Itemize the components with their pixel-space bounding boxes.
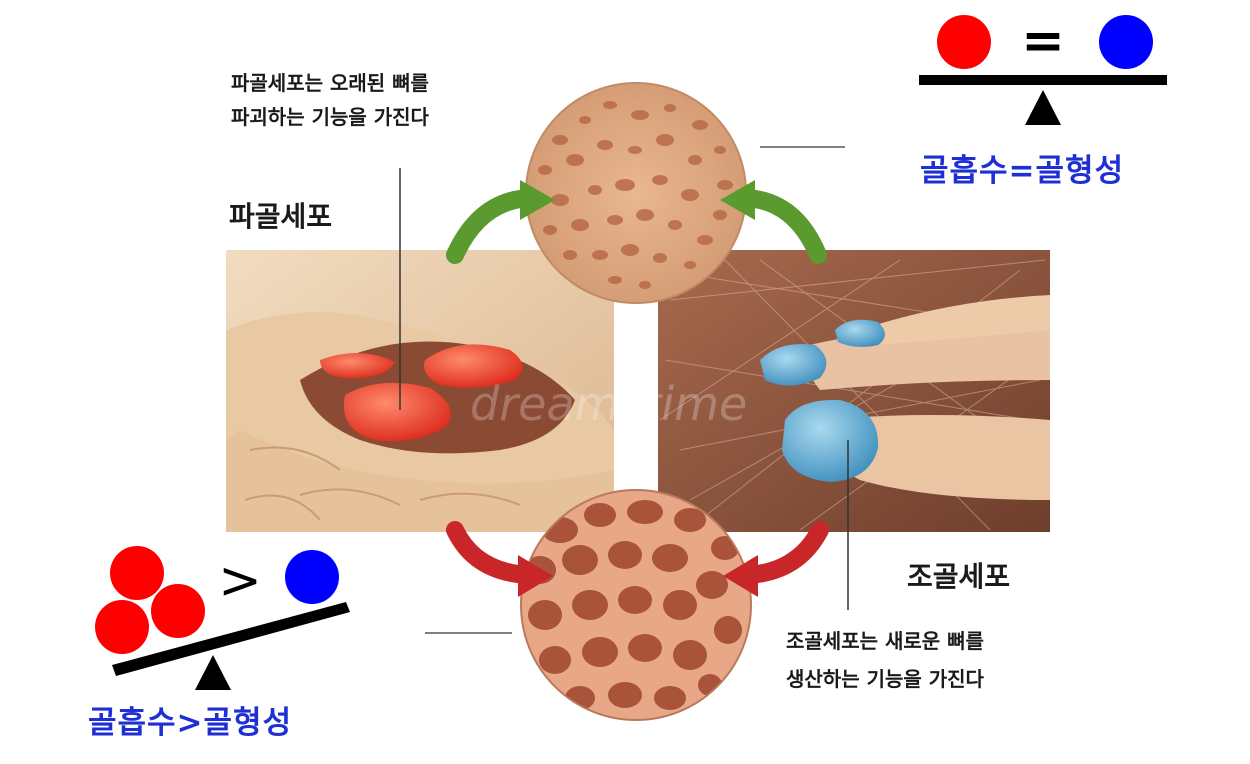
red-arrow-right xyxy=(723,521,829,597)
osteoblast-tissue-panel xyxy=(658,250,1051,532)
resorption-ball xyxy=(110,546,164,600)
osteoblast-cell xyxy=(782,399,879,482)
balance-greater-caption: 골흡수>골형성 xyxy=(88,705,293,741)
scale-fulcrum xyxy=(1025,90,1061,125)
greater-than-symbol: > xyxy=(218,551,262,611)
balanced-scale: = xyxy=(919,11,1167,125)
green-arrow-right xyxy=(720,180,827,264)
resorption-ball xyxy=(151,584,205,638)
osteoclast-description: 파골세포는 오래된 뼈를 파괴하는 기능을 가진다 xyxy=(231,71,429,129)
osteoblast-description: 조골세포는 새로운 뼈를 생산하는 기능을 가진다 xyxy=(786,629,984,691)
healthy-bone-circle xyxy=(525,82,747,304)
red-arrow-left xyxy=(446,521,553,597)
osteoclast-title: 파골세포 xyxy=(229,200,333,233)
osteoblast-cell xyxy=(835,319,885,347)
tilted-scale: > xyxy=(95,546,350,690)
resorption-ball xyxy=(95,600,149,654)
osteoclast-tissue-panel xyxy=(226,250,614,532)
osteoclast-cell xyxy=(343,382,451,441)
green-arrow-left xyxy=(446,180,555,264)
scale-beam xyxy=(919,75,1167,85)
resorption-ball xyxy=(937,15,991,69)
porous-bone-circle xyxy=(520,489,752,721)
formation-ball xyxy=(1099,15,1153,69)
osteoclast-cell xyxy=(424,344,523,388)
watermark-text: dreamstime xyxy=(470,377,747,431)
osteoclast-cell xyxy=(320,352,395,379)
balance-equal-caption: 골흡수=골형성 xyxy=(920,153,1125,189)
osteoblast-title: 조골세포 xyxy=(907,560,1011,593)
scale-beam xyxy=(112,602,350,676)
osteoblast-cell xyxy=(760,344,827,386)
scale-fulcrum xyxy=(195,655,231,690)
formation-ball xyxy=(285,550,339,604)
equals-symbol: = xyxy=(1021,11,1065,71)
